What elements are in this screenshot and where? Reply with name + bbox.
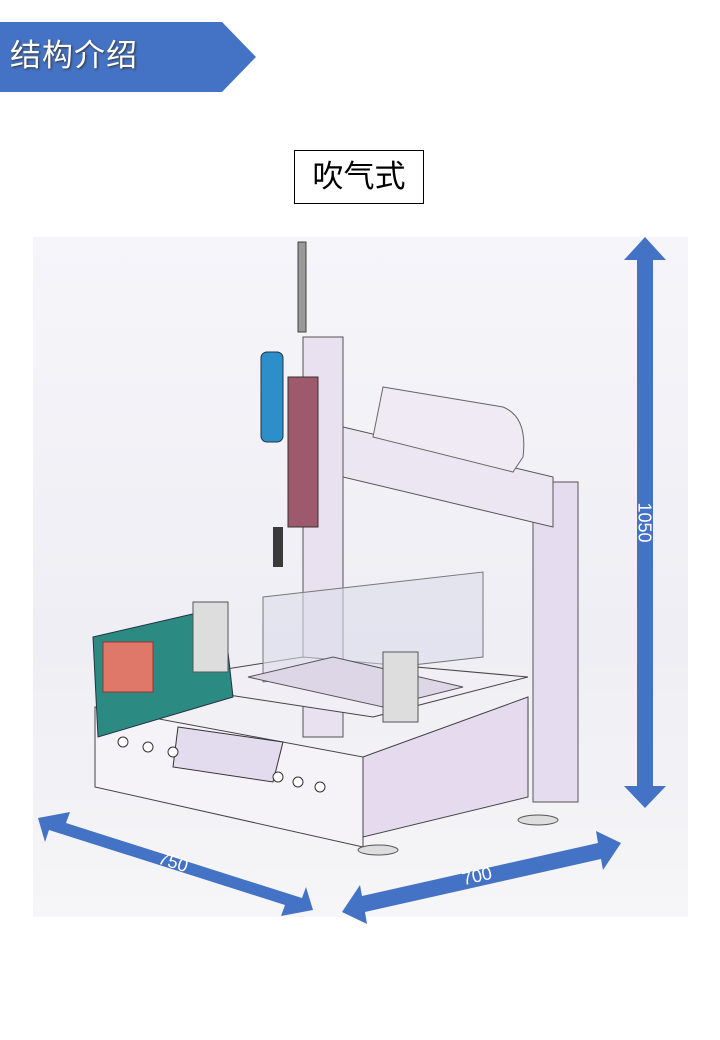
height-arrow [624, 237, 666, 808]
depth-arrow [342, 831, 621, 924]
section-title: 结构介绍 [10, 38, 138, 74]
figure-caption: 吹气式 [294, 150, 424, 204]
width-arrow [38, 812, 313, 916]
banner-arrow-shape [0, 22, 256, 92]
height-dimension-label: 1050 [634, 502, 655, 543]
machine-drawing [92, 241, 579, 856]
machine-cad-image [33, 237, 688, 917]
